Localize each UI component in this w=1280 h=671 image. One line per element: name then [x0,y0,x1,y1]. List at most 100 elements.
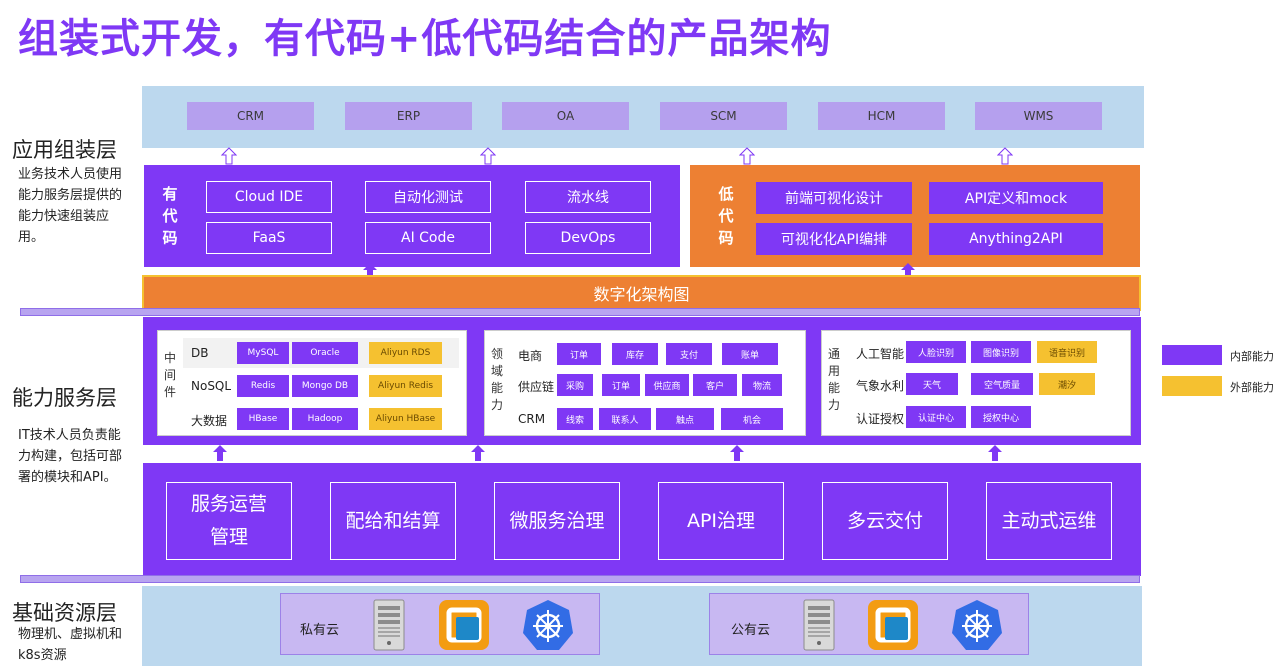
code-item-faas: FaaS [206,222,332,254]
row-label-supply-chain: 供应链 [518,380,555,394]
lowcode-item-api-orchestration: 可视化化API编排 [756,223,912,255]
code-panel-label: 有 代 码 [160,183,180,249]
chip-image-recognition: 图像识别 [971,341,1031,363]
chip-mysql: MySQL [237,342,289,364]
private-cloud-label: 私有云 [300,623,340,638]
up-arrow-icon [480,147,496,165]
app-crm: CRM [187,102,314,130]
label-char: 通 [827,347,840,361]
layer-desc-line: 能力服务层提供的 [18,188,123,203]
app-erp: ERP [345,102,472,130]
separator-bar [20,308,1140,316]
layer-desc-line: 力构建，包括可部 [18,449,123,464]
label-char: 域 [490,364,503,378]
layer-desc-line: 署的模块和API。 [18,470,117,485]
label-char: 件 [163,385,176,399]
page-title: 组装式开发，有代码+低代码结合的产品架构 [18,16,832,62]
layer-desc-infra: 物理机、虚拟机和 k8s资源 [18,624,122,666]
chip-auth-center: 认证中心 [906,406,966,428]
label-char: 领 [490,347,503,361]
label-char: 码 [718,229,734,247]
service-billing: 配给和结算 [330,482,456,560]
up-arrow-icon [997,147,1013,165]
chip-redis: Redis [237,375,289,397]
vmware-icon [439,600,489,650]
service-proactive-ops: 主动式运维 [986,482,1112,560]
server-icon [803,599,835,651]
public-cloud-label: 公有云 [731,623,771,638]
chip-hadoop: Hadoop [292,408,358,430]
label-char: 间 [163,368,176,382]
code-item-devops: DevOps [525,222,651,254]
label-char: 能 [490,381,503,395]
label-char: 力 [827,398,840,412]
up-arrow-icon [730,445,744,461]
row-label-ai: 人工智能 [856,347,905,361]
code-item-cloud-ide: Cloud IDE [206,181,332,213]
app-oa: OA [502,102,629,130]
architecture-bar: 数字化架构图 [142,275,1141,311]
label-char: 能 [827,381,840,395]
chip-oracle: Oracle [292,342,358,364]
row-label-bigdata: 大数据 [191,414,228,428]
lowcode-panel-label: 低 代 码 [716,183,736,249]
chip-tide: 潮汐 [1039,373,1095,395]
code-item-ai-code: AI Code [365,222,491,254]
chip-purchase: 采购 [557,374,593,396]
chip-air-quality: 空气质量 [971,373,1033,395]
chip-order-sc: 订单 [602,374,640,396]
layer-desc-capability: IT技术人员负责能 力构建，包括可部 署的模块和API。 [18,425,122,488]
chip-weather: 天气 [906,373,958,395]
layer-desc-line: k8s资源 [18,648,67,663]
layer-name-app: 应用组装层 [12,138,117,162]
up-arrow-icon [221,147,237,165]
up-arrow-icon [988,445,1002,461]
middleware-label: 中 间 件 [162,350,178,401]
chip-payment: 支付 [666,343,712,365]
lowcode-item-anything2api: Anything2API [929,223,1103,255]
layer-name-capability: 能力服务层 [12,386,117,410]
layer-desc-line: 用。 [18,230,45,245]
domain-label: 领 域 能 力 [489,346,505,414]
row-label-ecommerce: 电商 [518,349,543,363]
general-label: 通 用 能 力 [826,346,842,414]
up-arrow-icon [471,445,485,461]
chip-speech-recognition: 语音识别 [1037,341,1097,363]
code-panel [144,165,680,267]
up-arrow-icon [739,147,755,165]
chip-face-recognition: 人脸识别 [906,341,966,363]
app-wms: WMS [975,102,1102,130]
legend-label-external: 外部能力 [1230,381,1274,394]
label-char: 力 [490,398,503,412]
kubernetes-icon [952,600,1002,650]
layer-name-infra: 基础资源层 [12,601,117,625]
kubernetes-icon [523,600,573,650]
row-label-weather: 气象水利 [856,379,905,393]
up-arrow-icon [213,445,227,461]
chip-mongodb: Mongo DB [292,375,358,397]
chip-aliyun-hbase: Aliyun HBase [369,408,442,430]
chip-contact: 联系人 [599,408,651,430]
lowcode-item-api-mock: API定义和mock [929,182,1103,214]
label-char: 代 [162,207,178,225]
chip-opportunity: 机会 [721,408,783,430]
chip-logistics: 物流 [742,374,782,396]
row-label-auth: 认证授权 [856,412,905,426]
chip-customer: 客户 [693,374,737,396]
chip-inventory: 库存 [612,343,658,365]
row-label-db: DB [191,346,209,360]
chip-touchpoint: 触点 [656,408,714,430]
label-char: 用 [827,364,840,378]
row-label-crm: CRM [518,412,546,426]
layer-desc-line: 物理机、虚拟机和 [18,627,123,642]
app-scm: SCM [660,102,787,130]
legend-swatch-external [1162,376,1222,396]
label-char: 码 [162,229,178,247]
chip-hbase: HBase [237,408,289,430]
service-multicloud: 多云交付 [822,482,948,560]
legend-swatch-internal [1162,345,1222,365]
chip-aliyun-redis: Aliyun Redis [369,375,442,397]
service-line: 服务运营 [190,493,267,515]
label-char: 中 [163,351,176,365]
chip-authorization-center: 授权中心 [971,406,1031,428]
